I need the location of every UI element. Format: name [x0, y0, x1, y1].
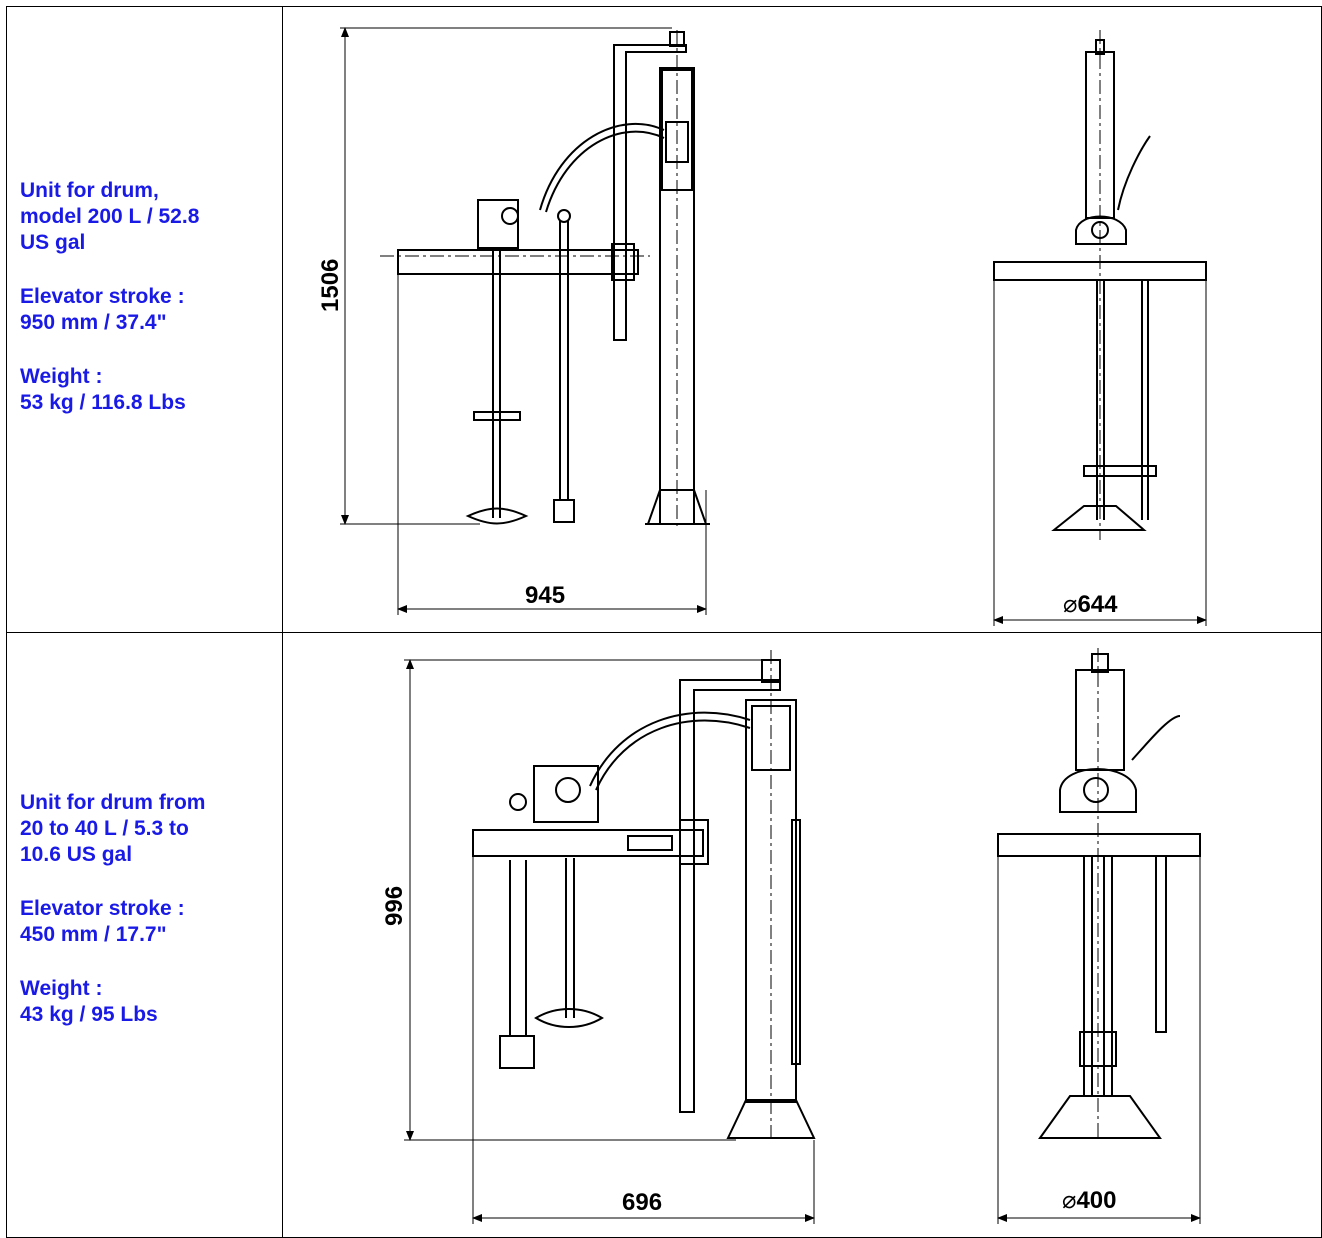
row2-description: Unit for drum from 20 to 40 L / 5.3 to 1… — [20, 790, 205, 1056]
row2-side-view-drawing — [404, 650, 816, 1224]
row1-elevator-stroke: Elevator stroke : 950 mm / 37.4" — [20, 285, 185, 334]
row1-diameter-dimension: ⌀644 — [1063, 591, 1118, 618]
row2-elevator-stroke: Elevator stroke : 450 mm / 17.7" — [20, 897, 185, 946]
row2-diameter-dimension: ⌀400 — [1062, 1187, 1117, 1214]
row1-diameter-value: 644 — [1077, 591, 1118, 618]
row1-height-dimension: 1506 — [317, 259, 344, 312]
row1-weight: Weight : 53 kg / 116.8 Lbs — [20, 365, 186, 414]
diameter-symbol: ⌀ — [1062, 1187, 1076, 1214]
row1-drum-model: Unit for drum, model 200 L / 52.8 US gal — [20, 179, 200, 254]
row2-width-dimension: 696 — [622, 1189, 662, 1216]
row2-drum-model: Unit for drum from 20 to 40 L / 5.3 to 1… — [20, 791, 206, 866]
row-divider — [6, 632, 1322, 633]
row2-front-view-drawing — [997, 648, 1201, 1224]
row1-side-view-drawing — [340, 27, 710, 615]
row2-diameter-value: 400 — [1076, 1187, 1116, 1214]
row1-front-view-drawing — [993, 30, 1207, 626]
column-divider — [282, 6, 283, 1238]
row1-description: Unit for drum, model 200 L / 52.8 US gal… — [20, 178, 199, 444]
row1-width-dimension: 945 — [525, 582, 565, 609]
row2-height-dimension: 996 — [381, 886, 408, 926]
row2-weight: Weight : 43 kg / 95 Lbs — [20, 977, 158, 1026]
diameter-symbol: ⌀ — [1063, 591, 1077, 618]
